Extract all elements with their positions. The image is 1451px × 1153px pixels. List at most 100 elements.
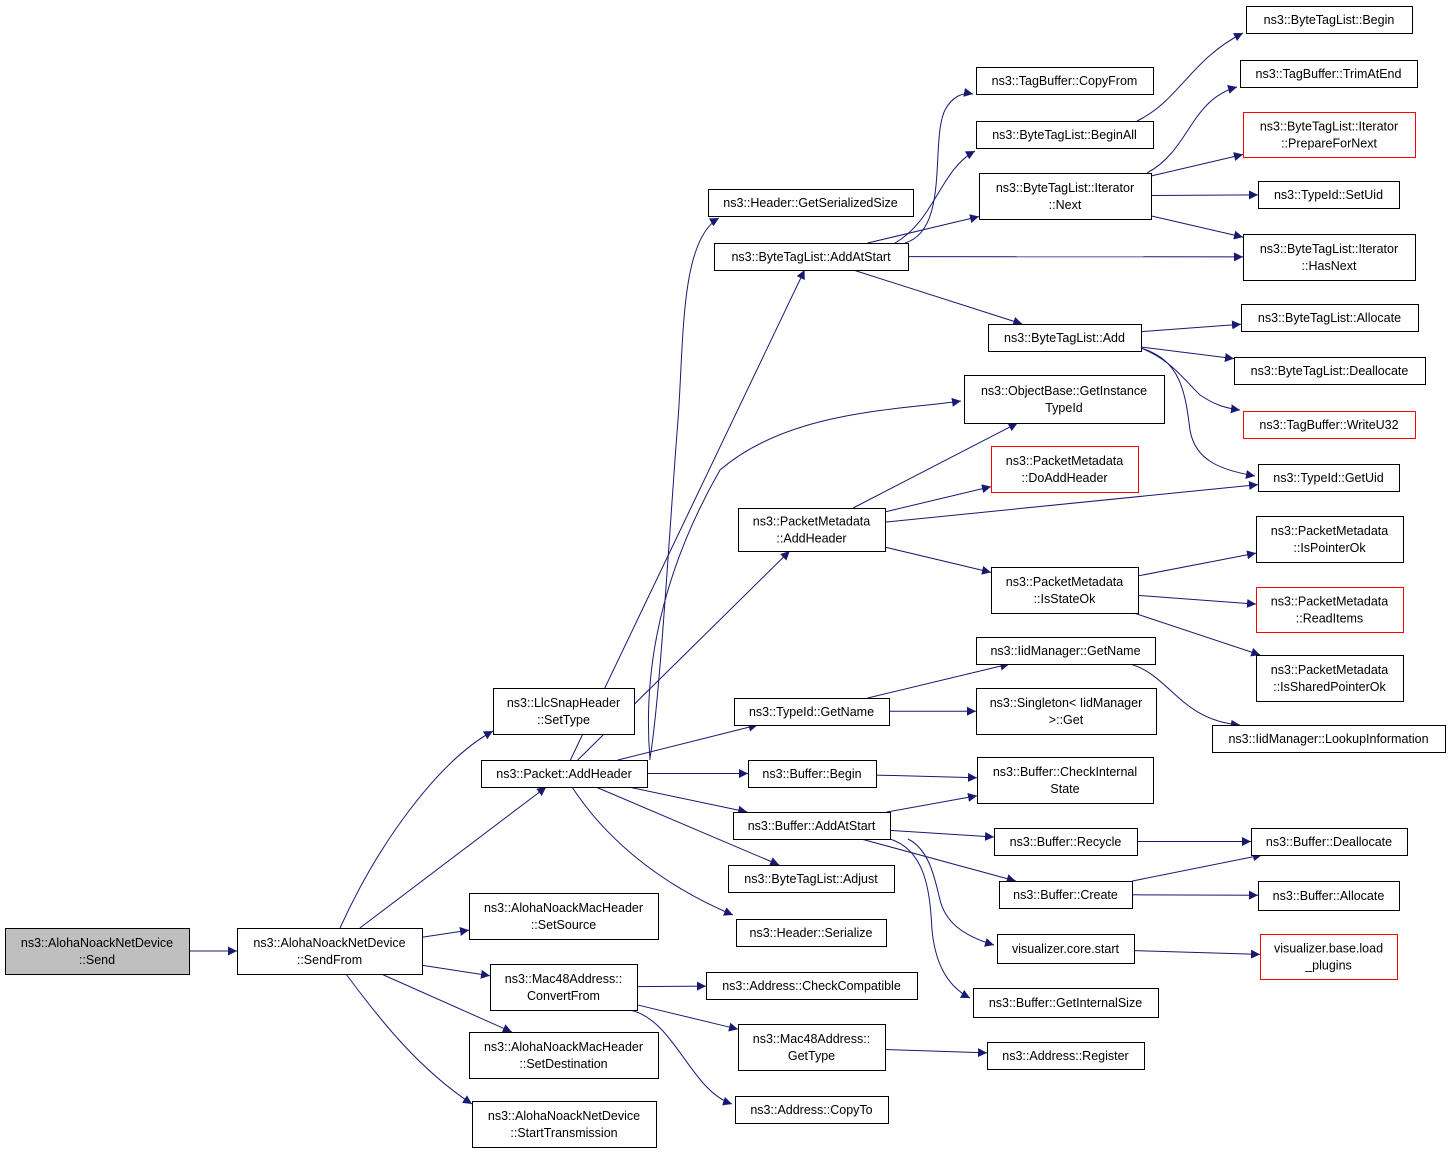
node-llc-settype[interactable]: ns3::LlcSnapHeader::SetType xyxy=(493,688,635,735)
node-box[interactable] xyxy=(964,375,1165,424)
node-box[interactable] xyxy=(1243,234,1416,281)
node-btl-add[interactable]: ns3::ByteTagList::Add xyxy=(988,324,1142,352)
node-box[interactable] xyxy=(976,67,1154,95)
node-box[interactable] xyxy=(738,508,886,552)
node-btl-it-next[interactable]: ns3::ByteTagList::Iterator::Next xyxy=(979,173,1152,220)
node-box[interactable] xyxy=(1212,725,1446,753)
node-box[interactable] xyxy=(728,865,895,893)
node-box[interactable] xyxy=(493,688,635,735)
node-pm-addheader[interactable]: ns3::PacketMetadata::AddHeader xyxy=(738,508,886,552)
node-typeid-getname[interactable]: ns3::TypeId::GetName xyxy=(734,698,890,726)
node-btl-deallocate[interactable]: ns3::ByteTagList::Deallocate xyxy=(1234,357,1426,385)
node-pm-isstateok[interactable]: ns3::PacketMetadata::IsStateOk xyxy=(991,567,1139,614)
node-box[interactable] xyxy=(987,1042,1145,1070)
node-buf-getinternalsize[interactable]: ns3::Buffer::GetInternalSize xyxy=(973,988,1159,1018)
node-pm-ispointerok[interactable]: ns3::PacketMetadata::IsPointerOk xyxy=(1256,516,1404,563)
node-box[interactable] xyxy=(1234,357,1426,385)
node-box[interactable] xyxy=(999,881,1133,909)
node-box[interactable] xyxy=(991,446,1139,493)
node-box[interactable] xyxy=(977,757,1154,804)
node-btl-adjust[interactable]: ns3::ByteTagList::Adjust xyxy=(728,865,895,893)
node-tb-writeu32[interactable]: ns3::TagBuffer::WriteU32 xyxy=(1243,411,1416,439)
node-iid-lookupinfo[interactable]: ns3::IidManager::LookupInformation xyxy=(1212,725,1446,753)
node-box[interactable] xyxy=(237,928,423,975)
node-box[interactable] xyxy=(976,121,1154,149)
node-box[interactable] xyxy=(1246,6,1413,34)
node-box[interactable] xyxy=(472,1101,657,1148)
node-mac48-gettype[interactable]: ns3::Mac48Address::GetType xyxy=(738,1024,886,1071)
node-btl-it-preparefornext[interactable]: ns3::ByteTagList::Iterator::PrepareForNe… xyxy=(1243,112,1416,158)
node-hdr-getsersize[interactable]: ns3::Header::GetSerializedSize xyxy=(708,189,914,217)
node-box[interactable] xyxy=(1241,304,1419,332)
node-pm-doaddheader[interactable]: ns3::PacketMetadata::DoAddHeader xyxy=(991,446,1139,493)
node-box[interactable] xyxy=(1243,411,1416,439)
node-box[interactable] xyxy=(1256,516,1404,563)
node-btl-begin[interactable]: ns3::ByteTagList::Begin xyxy=(1246,6,1413,34)
node-pm-readitems[interactable]: ns3::PacketMetadata::ReadItems xyxy=(1256,587,1404,633)
node-box[interactable] xyxy=(991,567,1139,614)
node-buf-allocate[interactable]: ns3::Buffer::Allocate xyxy=(1258,881,1400,911)
node-box[interactable] xyxy=(973,988,1159,1018)
node-root[interactable]: ns3::AlohaNoackNetDevice::Send xyxy=(5,928,190,975)
node-box[interactable] xyxy=(735,1096,889,1124)
node-box[interactable] xyxy=(748,760,877,788)
node-box[interactable] xyxy=(1240,60,1418,88)
node-pm-issharedpointerok[interactable]: ns3::PacketMetadata::IsSharedPointerOk xyxy=(1256,655,1404,702)
node-box[interactable] xyxy=(988,324,1142,352)
node-btl-addatstart[interactable]: ns3::ByteTagList::AddAtStart xyxy=(714,243,909,271)
node-tb-copyfrom[interactable]: ns3::TagBuffer::CopyFrom xyxy=(976,67,1154,95)
node-viz-core-start[interactable]: visualizer.core.start xyxy=(997,934,1135,964)
node-hdr-serialize[interactable]: ns3::Header::Serialize xyxy=(736,919,887,947)
node-box[interactable] xyxy=(706,972,918,1000)
node-box[interactable] xyxy=(469,1032,659,1079)
node-box[interactable] xyxy=(1258,181,1400,209)
node-tb-trimatend[interactable]: ns3::TagBuffer::TrimAtEnd xyxy=(1240,60,1418,88)
node-box[interactable] xyxy=(1260,934,1398,980)
node-box[interactable] xyxy=(1258,464,1400,492)
node-buf-dealloc[interactable]: ns3::Buffer::Deallocate xyxy=(1251,828,1408,856)
node-typeid-getuid[interactable]: ns3::TypeId::GetUid xyxy=(1258,464,1400,492)
node-pkt-addheader[interactable]: ns3::Packet::AddHeader xyxy=(481,760,648,788)
node-addr-checkcompat[interactable]: ns3::Address::CheckCompatible xyxy=(706,972,918,1000)
node-box[interactable] xyxy=(979,173,1152,220)
node-box[interactable] xyxy=(736,919,887,947)
node-box[interactable] xyxy=(481,760,648,788)
node-viz-base-loadplugins[interactable]: visualizer.base.load_plugins xyxy=(1260,934,1398,980)
node-box[interactable] xyxy=(5,928,190,975)
node-box[interactable] xyxy=(976,688,1157,735)
node-btl-beginall[interactable]: ns3::ByteTagList::BeginAll xyxy=(976,121,1154,149)
node-box[interactable] xyxy=(734,698,890,726)
node-btl-allocate[interactable]: ns3::ByteTagList::Allocate xyxy=(1241,304,1419,332)
node-start-tx[interactable]: ns3::AlohaNoackNetDevice::StartTransmiss… xyxy=(472,1101,657,1148)
node-iid-getname[interactable]: ns3::IidManager::GetName xyxy=(976,637,1156,665)
node-mac48-convertfrom[interactable]: ns3::Mac48Address::ConvertFrom xyxy=(490,964,638,1011)
node-mac-setsource[interactable]: ns3::AlohaNoackMacHeader::SetSource xyxy=(469,893,659,940)
node-addr-copyto[interactable]: ns3::Address::CopyTo xyxy=(735,1096,889,1124)
node-addr-register[interactable]: ns3::Address::Register xyxy=(987,1042,1145,1070)
node-box[interactable] xyxy=(708,189,914,217)
node-typeid-setuid[interactable]: ns3::TypeId::SetUid xyxy=(1258,181,1400,209)
node-box[interactable] xyxy=(714,243,909,271)
node-buf-recycle[interactable]: ns3::Buffer::Recycle xyxy=(994,828,1138,856)
node-sendfrom[interactable]: ns3::AlohaNoackNetDevice::SendFrom xyxy=(237,928,423,975)
node-box[interactable] xyxy=(469,893,659,940)
node-box[interactable] xyxy=(994,828,1138,856)
node-buf-create[interactable]: ns3::Buffer::Create xyxy=(999,881,1133,909)
node-box[interactable] xyxy=(997,934,1135,964)
node-box[interactable] xyxy=(1256,587,1404,633)
node-box[interactable] xyxy=(1251,828,1408,856)
node-box[interactable] xyxy=(733,812,891,840)
node-box[interactable] xyxy=(1258,881,1400,911)
node-box[interactable] xyxy=(1256,655,1404,702)
node-buf-addatstart[interactable]: ns3::Buffer::AddAtStart xyxy=(733,812,891,840)
node-btl-it-hasnext[interactable]: ns3::ByteTagList::Iterator::HasNext xyxy=(1243,234,1416,281)
node-box[interactable] xyxy=(490,964,638,1011)
node-singleton-get[interactable]: ns3::Singleton< IidManager>::Get xyxy=(976,688,1157,735)
node-box[interactable] xyxy=(738,1024,886,1071)
node-buf-begin[interactable]: ns3::Buffer::Begin xyxy=(748,760,877,788)
node-box[interactable] xyxy=(1243,112,1416,158)
node-mac-setdest[interactable]: ns3::AlohaNoackMacHeader::SetDestination xyxy=(469,1032,659,1079)
node-box[interactable] xyxy=(976,637,1156,665)
